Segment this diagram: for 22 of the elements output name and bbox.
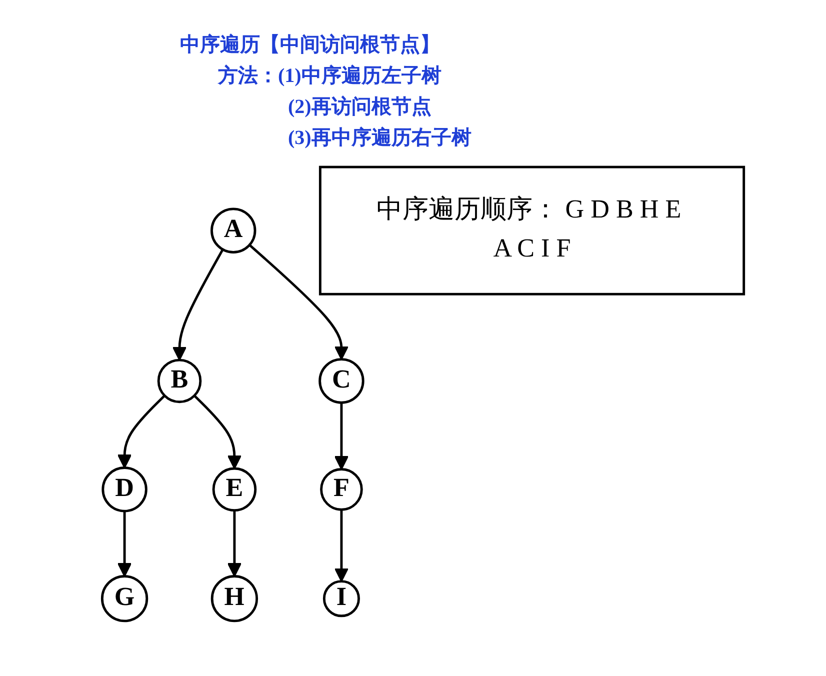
method-step-text: 方法：(1)中序遍历左子树 — [218, 64, 442, 89]
node-circle: D — [102, 466, 148, 512]
node-circle: B — [157, 358, 202, 404]
method-step-text: (2)再访问根节点 — [288, 94, 432, 120]
arrow — [334, 510, 349, 582]
node-circle: A — [210, 208, 256, 254]
node-circle: E — [212, 467, 257, 512]
node-circle: G — [100, 575, 148, 622]
method-step-text: (3)再中序遍历右子树 — [288, 126, 472, 151]
arrow — [227, 510, 242, 577]
arrow — [334, 402, 349, 470]
arrow — [194, 394, 242, 470]
node-circle: F — [320, 468, 363, 511]
node-circle: H — [210, 575, 258, 622]
node-circle: C — [318, 358, 364, 404]
node-circle: I — [322, 580, 360, 618]
arrow — [172, 248, 224, 361]
node-box: 中序遍历顺序： G D B H E A C I F — [318, 166, 746, 296]
arrow — [117, 394, 166, 468]
arrow — [117, 511, 132, 577]
heading-text: 中序遍历【中间访问根节点】 — [180, 32, 441, 58]
arrow — [248, 244, 349, 360]
